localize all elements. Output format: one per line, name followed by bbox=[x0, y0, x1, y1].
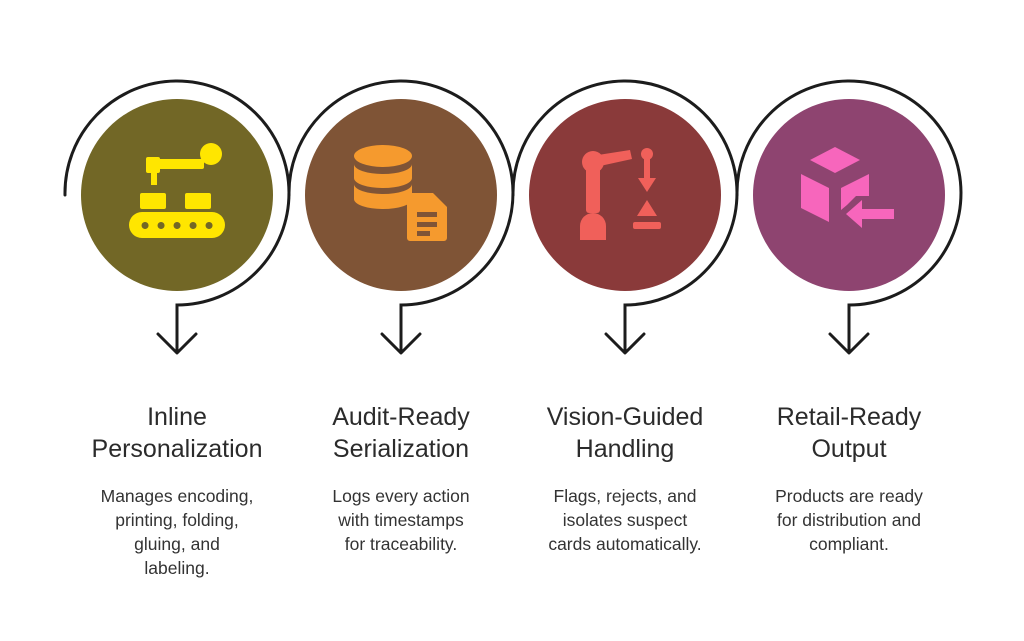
connector-arc-3 bbox=[511, 79, 739, 354]
step-title: Vision-Guided Handling bbox=[510, 401, 740, 465]
step-title-line: Handling bbox=[575, 435, 675, 463]
step-title-line: Vision-Guided bbox=[546, 403, 704, 431]
step-description-line: isolates suspect bbox=[562, 510, 688, 530]
step-description-line: for traceability. bbox=[344, 534, 458, 554]
robot-arm-inspection-icon bbox=[580, 148, 661, 240]
connector-arc-1 bbox=[63, 79, 291, 354]
step-description-line: Products are ready bbox=[775, 486, 923, 506]
step-description-line: Manages encoding, bbox=[100, 486, 254, 506]
step-description: Logs every action with timestamps for tr… bbox=[286, 484, 516, 556]
step-title: Inline Personalization bbox=[62, 401, 292, 465]
database-document-icon bbox=[354, 145, 447, 241]
step-title-line: Inline bbox=[147, 403, 207, 431]
step-title-line: Audit-Ready bbox=[332, 403, 470, 431]
step-circle-personalization bbox=[81, 99, 273, 291]
step-title: Audit-Ready Serialization bbox=[286, 401, 516, 465]
connector-arc-2 bbox=[287, 79, 515, 354]
step-circle-vision bbox=[529, 99, 721, 291]
step-title-line: Serialization bbox=[332, 435, 470, 463]
step-title-line: Output bbox=[811, 435, 887, 463]
step-title: Retail-Ready Output bbox=[734, 401, 964, 465]
down-arrow-icon bbox=[604, 332, 646, 355]
down-arrow-icon bbox=[380, 332, 422, 355]
down-arrow-icon bbox=[828, 332, 870, 355]
step-title-line: Retail-Ready bbox=[776, 403, 922, 431]
step-description-line: printing, folding, bbox=[115, 510, 239, 530]
step-description-line: Flags, rejects, and bbox=[553, 486, 697, 506]
step-description-line: labeling. bbox=[144, 558, 210, 578]
step-description-line: Logs every action bbox=[332, 486, 470, 506]
step-description-line: gluing, and bbox=[134, 534, 220, 554]
step-description-line: for distribution and bbox=[777, 510, 921, 530]
step-description-line: with timestamps bbox=[338, 510, 464, 530]
step-description: Flags, rejects, and isolates suspect car… bbox=[510, 484, 740, 556]
down-arrow-icon bbox=[156, 332, 198, 355]
robotic-arm-conveyor-icon bbox=[129, 143, 225, 238]
connector-arc-4 bbox=[735, 79, 963, 354]
package-arrow-icon bbox=[801, 147, 894, 228]
step-title-line: Personalization bbox=[91, 435, 263, 463]
step-description: Products are ready for distribution and … bbox=[734, 484, 964, 556]
step-description: Manages encoding, printing, folding, glu… bbox=[62, 484, 292, 580]
step-description-line: cards automatically. bbox=[548, 534, 702, 554]
step-description-line: compliant. bbox=[809, 534, 889, 554]
